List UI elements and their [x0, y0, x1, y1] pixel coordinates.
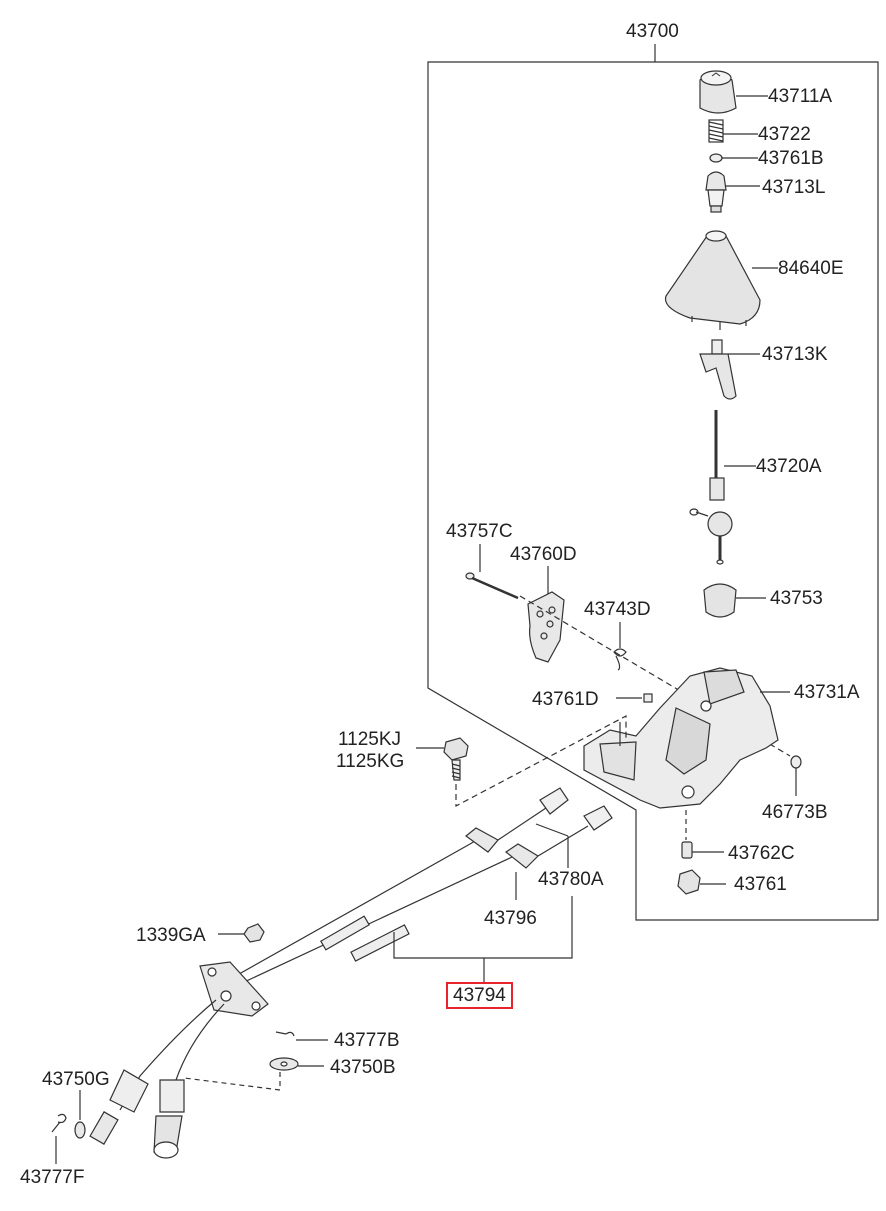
label-knob: 43711A	[768, 86, 833, 107]
label-clip-f: 43777F	[20, 1167, 85, 1188]
label-bracket: 43760D	[510, 544, 577, 565]
cable-end-right-part	[153, 1003, 225, 1159]
label-lever-lower: 43713K	[762, 344, 828, 365]
pin-part	[465, 572, 519, 600]
spring-part	[708, 119, 724, 143]
label-nut: 43761	[734, 874, 787, 895]
label-cable-select: 43780A	[538, 869, 604, 890]
shift-lever-part	[689, 410, 733, 565]
lever-upper-part	[705, 171, 727, 213]
label-washer-750g: 43750G	[42, 1069, 110, 1090]
label-bushing-d: 43761D	[532, 689, 599, 710]
label-collar: 43762C	[728, 843, 795, 864]
clip-b-part	[275, 1031, 295, 1037]
mount-plate-part	[199, 961, 269, 1017]
label-socket: 43753	[770, 588, 823, 609]
label-boot: 84640E	[778, 258, 844, 279]
label-assembly: 43700	[626, 21, 679, 42]
bushing-part	[709, 153, 723, 163]
label-spring: 43722	[758, 124, 811, 145]
nut-ga-part	[243, 923, 265, 943]
label-clip: 43743D	[584, 599, 651, 620]
label-lever-upper: 43713L	[762, 177, 826, 198]
cable-assembly-part	[215, 787, 613, 1003]
label-shift-lever: 43720A	[756, 456, 822, 477]
label-bolt-kg: 1125KG	[336, 751, 405, 772]
label-washer-750b: 43750B	[330, 1057, 396, 1078]
housing-part	[583, 667, 779, 809]
label-washer-46773b: 46773B	[762, 802, 828, 823]
cable-end-left-part	[89, 999, 217, 1145]
bracket-part	[527, 591, 565, 663]
socket-part	[703, 583, 737, 618]
label-bolt-kj: 1125KJ	[338, 729, 402, 750]
bolt-part	[443, 737, 469, 781]
lever-lower-part	[699, 339, 737, 400]
label-nut-ga: 1339GA	[136, 925, 206, 946]
bushing-d-part	[643, 693, 653, 703]
clip-f-part	[51, 1113, 67, 1133]
clip-part	[613, 648, 627, 671]
collar-part	[681, 841, 693, 859]
shift-knob-part	[699, 70, 737, 114]
label-bushing-b: 43761B	[758, 148, 824, 169]
label-pin: 43757C	[446, 521, 513, 542]
boot-part	[664, 230, 761, 330]
assembly-boundary	[427, 61, 879, 921]
label-cable-assembly-highlighted[interactable]: 43794	[446, 982, 513, 1009]
label-housing: 43731A	[794, 682, 860, 703]
label-cable-shift: 43796	[484, 908, 537, 929]
washer-46773b-part	[790, 755, 802, 769]
nut-part	[677, 869, 701, 895]
label-clip-b: 43777B	[334, 1030, 400, 1051]
washer-750g-part	[74, 1121, 86, 1139]
